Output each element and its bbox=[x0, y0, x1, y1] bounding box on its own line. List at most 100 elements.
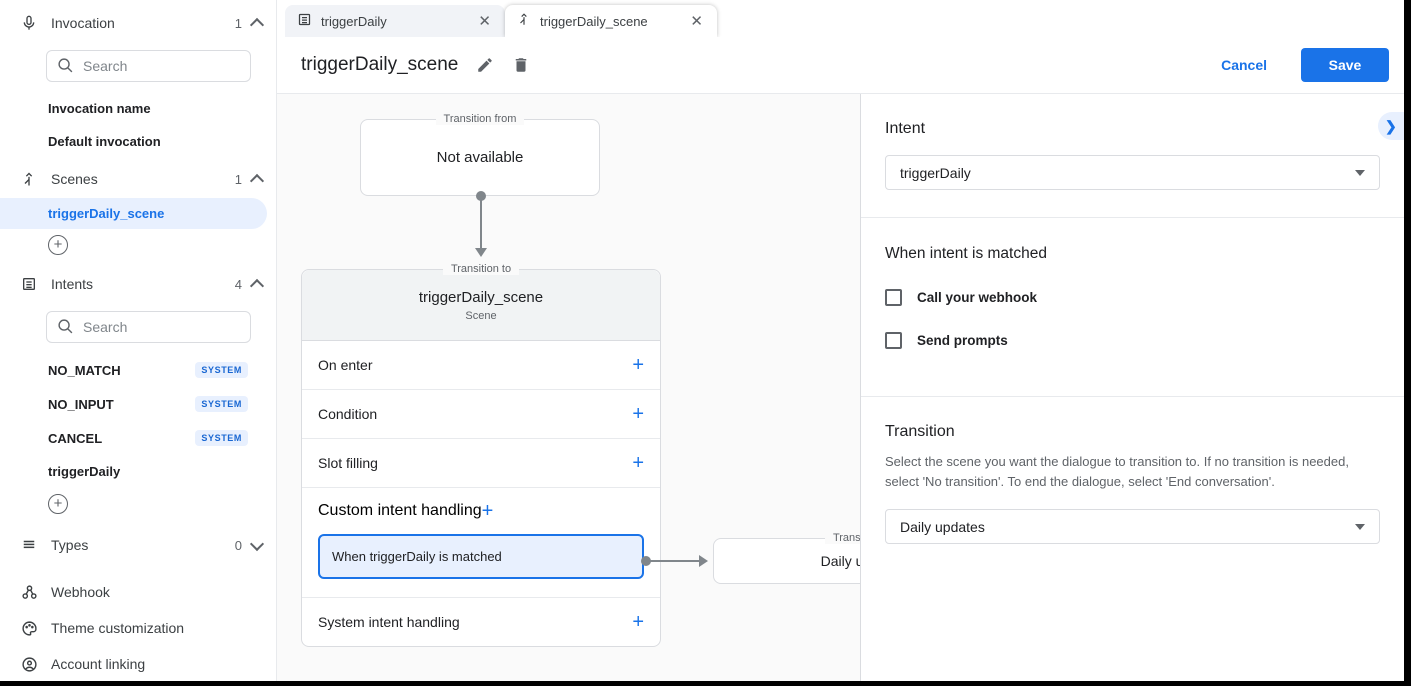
scene-card-header: triggerDaily_scene Scene bbox=[302, 270, 660, 341]
scene-card-subtitle: Scene bbox=[465, 309, 497, 322]
chevron-up-icon bbox=[249, 17, 265, 33]
palette-icon bbox=[18, 620, 40, 637]
scene-row-slot-filling: Slot filling + bbox=[302, 439, 660, 488]
sidebar-item-intent-no-match[interactable]: NO_MATCH SYSTEM bbox=[0, 353, 276, 387]
scene-branch-icon bbox=[517, 12, 531, 30]
sidebar-section-intents[interactable]: Intents 4 bbox=[0, 269, 276, 299]
search-icon bbox=[57, 57, 74, 79]
save-button[interactable]: Save bbox=[1301, 48, 1389, 82]
invocation-search-input[interactable] bbox=[46, 50, 251, 82]
matched-intent-item[interactable]: When triggerDaily is matched bbox=[318, 534, 644, 579]
section-count: 1 bbox=[234, 171, 242, 187]
row-label: Condition bbox=[318, 406, 378, 422]
chevron-right-icon: ❯ bbox=[1385, 117, 1397, 134]
when-matched-heading: When intent is matched bbox=[885, 245, 1047, 262]
intents-search-input[interactable] bbox=[46, 311, 251, 343]
page-title: triggerDaily_scene bbox=[301, 54, 459, 75]
sidebar-item-scene-triggerdaily-scene[interactable]: triggerDaily_scene bbox=[0, 198, 267, 229]
matched-intent-label: When triggerDaily is matched bbox=[332, 549, 502, 564]
chevron-down-icon bbox=[249, 536, 265, 552]
types-lines-icon bbox=[18, 538, 40, 552]
sidebar-item-invocation-name[interactable]: Invocation name bbox=[48, 101, 151, 116]
add-condition-button[interactable]: + bbox=[632, 403, 644, 425]
sidebar-item-webhook[interactable]: Webhook bbox=[0, 574, 276, 610]
system-badge: SYSTEM bbox=[195, 362, 248, 378]
search-icon bbox=[57, 318, 74, 340]
chevron-up-icon bbox=[249, 173, 265, 189]
scene-row-system-intent-handling: System intent handling + bbox=[302, 598, 660, 646]
add-on-enter-button[interactable]: + bbox=[632, 354, 644, 376]
intent-select-value: triggerDaily bbox=[900, 164, 971, 181]
send-prompts-checkbox[interactable] bbox=[885, 332, 902, 349]
intent-label: NO_MATCH bbox=[48, 362, 121, 378]
section-label: Types bbox=[51, 537, 89, 553]
tab-bar: triggerDaily ✕ triggerDaily_scene ✕ bbox=[277, 0, 1404, 37]
link-label: Account linking bbox=[51, 656, 146, 672]
account-person-icon bbox=[18, 656, 40, 673]
link-label: Theme customization bbox=[51, 620, 185, 636]
tab-triggerdaily-scene[interactable]: triggerDaily_scene ✕ bbox=[505, 5, 717, 37]
sidebar-bottom-links: Webhook Theme customization Account link… bbox=[0, 574, 276, 681]
dropdown-caret-icon bbox=[1355, 523, 1365, 530]
section-count: 0 bbox=[234, 537, 242, 553]
row-label: Slot filling bbox=[318, 455, 378, 471]
system-badge: SYSTEM bbox=[195, 430, 248, 446]
connector-line bbox=[480, 197, 482, 249]
scene-graph-canvas: Transition from Not available Transition… bbox=[277, 94, 860, 681]
add-scene-button[interactable]: + bbox=[48, 235, 68, 255]
transition-heading: Transition bbox=[885, 423, 955, 440]
sidebar-item-default-invocation[interactable]: Default invocation bbox=[48, 134, 161, 149]
sidebar-item-account-linking[interactable]: Account linking bbox=[0, 646, 276, 681]
scene-row-on-enter: On enter + bbox=[302, 341, 660, 390]
divider bbox=[861, 217, 1404, 218]
link-label: Webhook bbox=[51, 584, 110, 600]
intent-select[interactable]: triggerDaily bbox=[885, 155, 1380, 190]
webhook-icon bbox=[18, 584, 40, 601]
intent-heading: Intent bbox=[885, 120, 926, 137]
sidebar-item-theme-customization[interactable]: Theme customization bbox=[0, 610, 276, 646]
close-icon[interactable]: ✕ bbox=[690, 13, 703, 30]
sidebar-section-scenes[interactable]: Scenes 1 bbox=[0, 164, 276, 194]
scene-row-custom-intent-handling: Custom intent handling + When triggerDai… bbox=[302, 488, 660, 598]
main-area: triggerDaily ✕ triggerDaily_scene ✕ trig… bbox=[277, 0, 1404, 681]
arrow-down-icon bbox=[475, 248, 487, 257]
delete-trash-icon[interactable] bbox=[512, 56, 530, 74]
intent-detail-panel: ❯ Intent triggerDaily When intent is mat… bbox=[860, 94, 1404, 681]
add-scene-row: + bbox=[0, 229, 276, 261]
transition-select[interactable]: Daily updates bbox=[885, 509, 1380, 545]
add-slot-filling-button[interactable]: + bbox=[632, 452, 644, 474]
scene-card-title: triggerDaily_scene bbox=[418, 288, 544, 306]
intents-list-icon bbox=[297, 12, 312, 30]
intent-label: NO_INPUT bbox=[48, 396, 114, 412]
row-label: System intent handling bbox=[318, 614, 460, 630]
divider bbox=[861, 396, 1404, 397]
row-label: On enter bbox=[318, 357, 373, 373]
row-label: Custom intent handling bbox=[318, 502, 482, 519]
sidebar-item-intent-triggerdaily[interactable]: triggerDaily bbox=[0, 455, 276, 488]
add-system-intent-button[interactable]: + bbox=[632, 611, 644, 633]
scene-branch-icon bbox=[18, 171, 40, 188]
checkbox-label: Call your webhook bbox=[917, 290, 1038, 305]
call-webhook-checkbox[interactable] bbox=[885, 289, 902, 306]
sidebar-item-intent-no-input[interactable]: NO_INPUT SYSTEM bbox=[0, 387, 276, 421]
connector-dot bbox=[476, 191, 486, 201]
next-scene-node[interactable]: Transition to Daily updates bbox=[713, 532, 860, 584]
add-intent-button[interactable]: + bbox=[48, 494, 68, 514]
section-label: Intents bbox=[51, 276, 94, 292]
add-custom-intent-button[interactable]: + bbox=[481, 500, 494, 522]
collapse-panel-button[interactable]: ❯ bbox=[1378, 112, 1404, 140]
sidebar-section-types[interactable]: Types 0 bbox=[0, 530, 276, 560]
prompts-option-row: Send prompts bbox=[885, 332, 1380, 349]
edit-pencil-icon[interactable] bbox=[476, 56, 494, 74]
title-bar: triggerDaily_scene Cancel Save bbox=[277, 37, 1404, 94]
tab-triggerdaily[interactable]: triggerDaily ✕ bbox=[285, 5, 505, 37]
microphone-icon bbox=[18, 14, 40, 32]
checkbox-label: Send prompts bbox=[917, 333, 1008, 348]
sidebar-item-intent-cancel[interactable]: CANCEL SYSTEM bbox=[0, 421, 276, 455]
tab-label: triggerDaily bbox=[321, 13, 387, 29]
cancel-button[interactable]: Cancel bbox=[1221, 57, 1267, 73]
close-icon[interactable]: ✕ bbox=[478, 13, 491, 30]
transition-from-node: Transition from Not available bbox=[360, 113, 600, 196]
sidebar-section-invocation[interactable]: Invocation 1 bbox=[0, 8, 276, 38]
